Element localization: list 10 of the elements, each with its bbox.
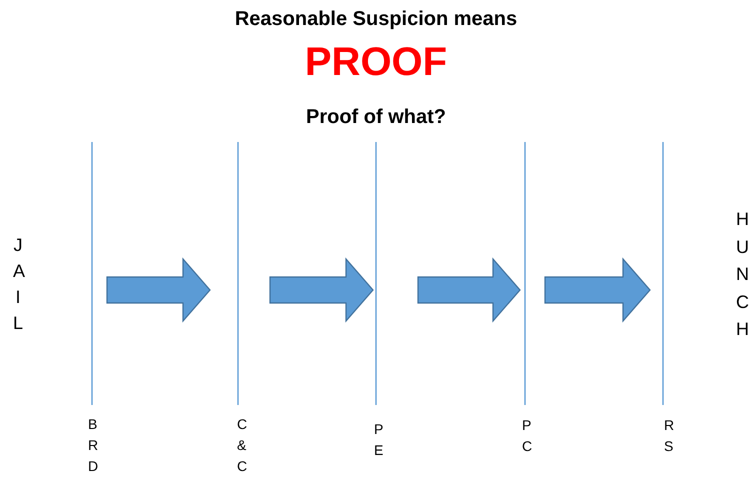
subheading: Proof of what? xyxy=(305,106,447,129)
line-label: BRD xyxy=(88,415,96,476)
heading: PROOF xyxy=(304,40,448,85)
line-label: C&C xyxy=(237,415,245,476)
line-label: PE xyxy=(374,420,382,460)
title: Reasonable Suspicion means xyxy=(234,8,518,31)
vertical-label: JAIL xyxy=(13,234,23,335)
line-label: PC xyxy=(522,416,530,456)
line-label: RS xyxy=(664,416,672,456)
vertical-label: HUNCH xyxy=(736,208,746,341)
